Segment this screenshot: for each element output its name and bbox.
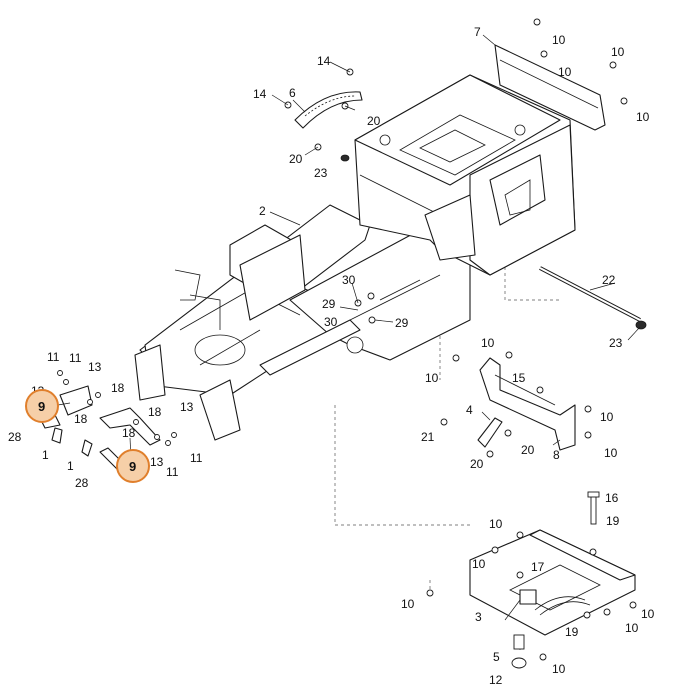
callout-18: 18	[111, 381, 125, 395]
callout-20: 20	[470, 457, 484, 471]
callout-10: 10	[472, 557, 486, 571]
callout-3: 3	[475, 610, 482, 624]
callout-10: 10	[481, 336, 495, 350]
callout-18: 18	[122, 426, 136, 440]
callout-11: 11	[166, 465, 179, 479]
highlighted-callout-9-upper[interactable]: 9	[25, 389, 59, 423]
callout-28: 28	[75, 476, 89, 490]
callout-21: 21	[421, 430, 435, 444]
callout-1: 1	[67, 459, 74, 473]
callout-10: 10	[558, 65, 572, 79]
callout-11: 11	[47, 350, 60, 364]
callout-30: 30	[324, 315, 338, 329]
callout-10: 10	[552, 662, 566, 676]
callout-5: 5	[493, 650, 500, 664]
rubber-mount	[511, 634, 527, 669]
callout-11: 11	[69, 351, 82, 365]
callout-16: 16	[605, 491, 619, 505]
callout-10: 10	[552, 33, 566, 47]
highlight-label: 9	[38, 399, 45, 414]
callout-13: 13	[180, 400, 194, 414]
leader-lines	[57, 34, 641, 621]
callout-10: 10	[425, 371, 439, 385]
callout-15: 15	[512, 371, 526, 385]
fasteners	[57, 18, 637, 661]
main-frame	[134, 204, 471, 441]
callout-10: 10	[489, 517, 503, 531]
rear-cover-plate	[494, 44, 606, 131]
callout-20: 20	[289, 152, 303, 166]
callout-18: 18	[148, 405, 162, 419]
callout-10: 10	[641, 607, 655, 621]
highlight-label: 9	[129, 459, 136, 474]
callout-2: 2	[259, 204, 266, 218]
callout-8: 8	[553, 448, 560, 462]
callout-10: 10	[636, 110, 650, 124]
callout-29: 29	[395, 316, 409, 330]
callout-28: 28	[8, 430, 22, 444]
callout-10: 10	[600, 410, 614, 424]
callout-13: 13	[88, 360, 102, 374]
callout-14: 14	[317, 54, 331, 68]
callout-20: 20	[521, 443, 535, 457]
side-bracket	[479, 357, 576, 451]
callout-29: 29	[322, 297, 336, 311]
callout-labels: 7 10 10 10 10 14 14 6 20 20 23 2 22 23 3…	[8, 25, 655, 686]
highlighted-callout-9-lower[interactable]: 9	[116, 449, 150, 483]
callout-13: 13	[150, 455, 164, 469]
callout-10: 10	[625, 621, 639, 635]
lever	[477, 417, 503, 448]
callout-17: 17	[531, 560, 545, 574]
callout-23: 23	[609, 336, 623, 350]
callout-10: 10	[401, 597, 415, 611]
callout-30: 30	[342, 273, 356, 287]
rear-tower	[354, 74, 576, 276]
callout-6: 6	[289, 86, 296, 100]
callout-11: 11	[190, 451, 203, 465]
callout-14: 14	[253, 87, 267, 101]
quadrant-gear	[294, 91, 363, 129]
callout-4: 4	[466, 403, 473, 417]
callout-10: 10	[611, 45, 625, 59]
callout-23: 23	[314, 166, 328, 180]
callout-12: 12	[489, 673, 503, 686]
base-plate	[469, 529, 636, 636]
callout-19: 19	[565, 625, 579, 639]
callout-1: 1	[42, 448, 49, 462]
callout-7: 7	[474, 25, 481, 39]
callout-22: 22	[602, 273, 616, 287]
callout-20: 20	[367, 114, 381, 128]
callout-19: 19	[606, 514, 620, 528]
callout-18: 18	[74, 412, 88, 426]
callout-10: 10	[604, 446, 618, 460]
rear-shaft	[539, 266, 647, 330]
long-bolt	[587, 491, 600, 525]
